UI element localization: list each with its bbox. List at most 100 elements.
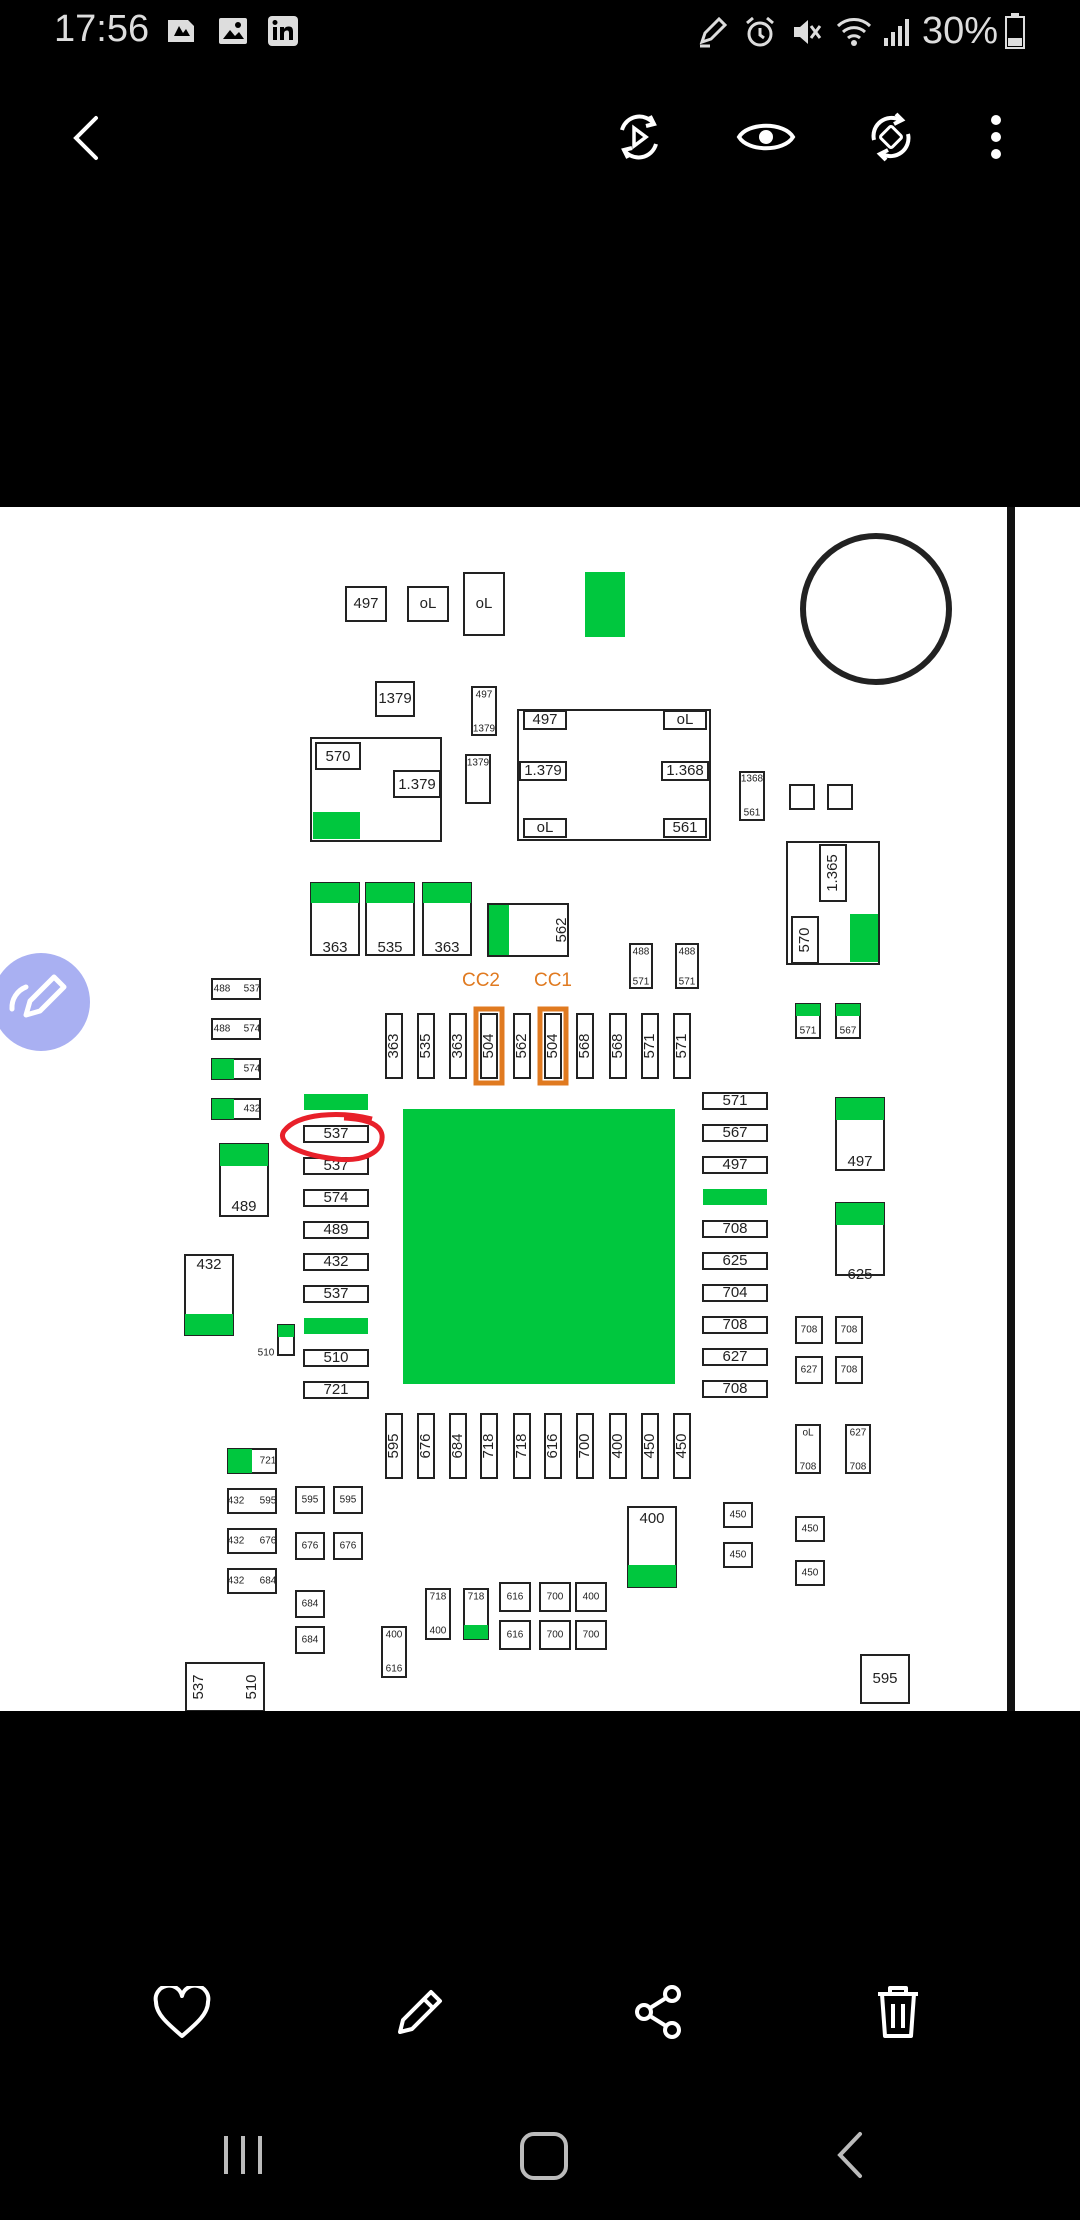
rotate-icon[interactable] [864,110,918,164]
part-label: 510 [243,1674,260,1699]
part-label: 535 [377,939,402,956]
bottom-action-bar [0,1960,1080,2080]
mounting-hole [800,533,952,685]
part-label: 497 [847,1153,872,1170]
part-label: 700 [583,1630,600,1641]
svg-text:363: 363 [385,1033,402,1058]
part-label: 700 [547,1592,564,1603]
part-label: 708 [801,1325,818,1336]
part-label: oL [476,595,493,612]
svg-text:567: 567 [722,1124,747,1141]
svg-text:708: 708 [722,1316,747,1333]
part-label: 684 [302,1599,319,1610]
part-label: 488 [679,947,696,958]
part-label: 450 [802,1568,819,1579]
part-label: 616 [386,1664,403,1675]
part-label: oL [537,819,554,836]
edit-icon[interactable] [392,1984,448,2040]
part-label: 1.379 [398,776,436,793]
part-label: oL [420,595,437,612]
part-label: 718 [468,1592,485,1603]
home-icon[interactable] [518,2130,570,2182]
svg-text:684: 684 [449,1433,466,1458]
part-label: 561 [672,819,697,836]
svg-text:537: 537 [323,1285,348,1302]
part-label: 497 [353,595,378,612]
part-label: 537 [190,1674,207,1699]
floating-edit-button[interactable] [0,953,90,1051]
back-icon[interactable] [64,112,108,164]
back-icon[interactable] [830,2130,870,2180]
part-label: 708 [800,1462,817,1473]
more-icon[interactable] [984,110,1008,164]
share-icon[interactable] [630,1982,686,2042]
alarm-icon [746,16,774,47]
part-label: 567 [840,1026,857,1037]
part-label: 571 [800,1026,817,1037]
pen-icon [9,974,67,1018]
part-label: 708 [841,1325,858,1336]
svg-text:504: 504 [544,1033,561,1058]
svg-text:718: 718 [513,1433,530,1458]
part-label: 450 [802,1524,819,1535]
photo-viewer-image[interactable]: .bx { fill:#fff; stroke:#222; stroke-wid… [0,507,1080,1711]
svg-text:676: 676 [417,1433,434,1458]
part-label: 488 [214,1024,231,1035]
cc1-label: CC1 [534,970,572,991]
svg-text:721: 721 [323,1381,348,1398]
part-label: 400 [430,1626,447,1637]
signal-icon [884,19,909,46]
svg-text:704: 704 [722,1284,747,1301]
pcb-diagram: .bx { fill:#fff; stroke:#222; stroke-wid… [184,507,1015,1711]
battery-percent: 30% [921,10,998,52]
part-label: oL [802,1428,814,1439]
part-label: 616 [507,1630,524,1641]
svg-text:400: 400 [609,1433,626,1458]
recents-icon[interactable] [218,2130,268,2180]
part-label: 1379 [378,690,411,707]
svg-text:627: 627 [722,1348,747,1365]
eye-icon[interactable] [736,114,796,160]
mute-icon [794,20,822,44]
svg-text:571: 571 [722,1092,747,1109]
svg-text:363: 363 [449,1033,466,1058]
part-label: 1.365 [824,854,841,892]
svg-text:497: 497 [722,1156,747,1173]
svg-text:432: 432 [323,1253,348,1270]
part-label: 400 [639,1510,664,1527]
part-label: 497 [532,711,557,728]
svg-text:708: 708 [722,1220,747,1237]
part-label: 708 [850,1462,867,1473]
part-label: 676 [302,1541,319,1552]
cc2-label: CC2 [462,970,500,991]
part-label: 684 [302,1635,319,1646]
part-label: 676 [340,1541,357,1552]
svg-text:535: 535 [417,1033,434,1058]
navigation-bar [0,2110,1080,2200]
pins-left: 537 537 574 489 432 537 510 721 [303,1125,369,1399]
svg-text:718: 718 [480,1433,497,1458]
part-label: 1379 [473,724,496,735]
red-highlight-mark [280,1112,385,1163]
linkedin-icon [268,16,298,46]
motion-photo-icon[interactable] [612,110,666,164]
svg-text:504: 504 [480,1033,497,1058]
heart-icon[interactable] [152,1986,212,2042]
part-label: 400 [386,1630,403,1641]
part-label: 708 [841,1365,858,1376]
part-label: 616 [507,1592,524,1603]
part-label: 510 [258,1348,275,1359]
part-label: 595 [302,1495,319,1506]
part-label: 488 [633,947,650,958]
svg-text:562: 562 [513,1033,530,1058]
svg-text:568: 568 [576,1033,593,1058]
svg-text:510: 510 [323,1349,348,1366]
part-label: 574 [244,1024,261,1035]
part-label: 432 [228,1496,245,1507]
delete-icon[interactable] [872,1982,924,2042]
part-label: 1.379 [524,762,562,779]
wifi-icon [836,18,872,46]
part-label: 432 [196,1256,221,1273]
status-time: 17:56 [54,8,150,50]
part-label: 450 [730,1550,747,1561]
